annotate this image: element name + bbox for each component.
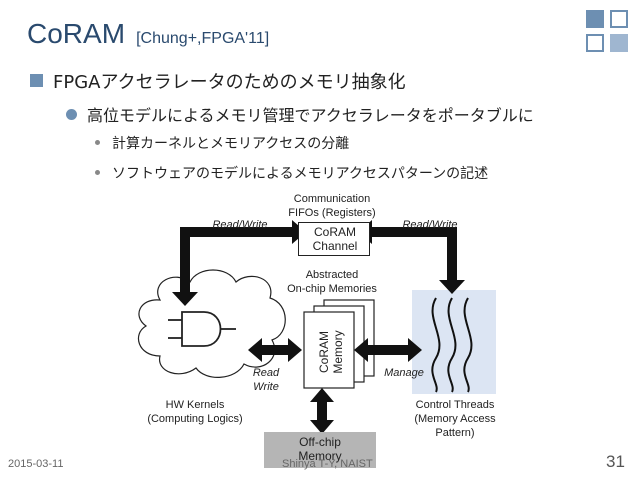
channel-label-line: Channel [312, 239, 358, 253]
offchip-label-line: Memory [298, 449, 342, 463]
bullet-level3: 計算カーネルとメモリアクセスの分離 [95, 133, 349, 153]
read-write-right-label: Read/Write [402, 219, 458, 231]
and-gate-icon [181, 311, 222, 347]
label-line: Abstracted [305, 269, 359, 281]
label-line: (Memory Access [414, 413, 496, 425]
label-line: FIFOs (Registers) [288, 207, 376, 219]
logo-square-filled [610, 34, 628, 52]
coram-memory-label: CoRAM Memory [308, 316, 354, 388]
title-citation: [Chung+,FPGA'11] [136, 30, 270, 47]
circle-bullet-icon [66, 109, 77, 120]
page-number: 31 [606, 452, 625, 471]
arrowhead [288, 338, 302, 362]
square-bullet-icon [30, 74, 43, 87]
title-text: CoRAM [27, 18, 126, 49]
arrow-left-readwrite [180, 227, 292, 292]
label-line: (Computing Logics) [147, 413, 243, 425]
logo-square-filled [586, 10, 604, 28]
bullet-text: ソフトウェアのモデルによるメモリアクセスパターンの記述 [112, 166, 489, 182]
communication-fifos-label: Communication FIFOs (Registers) [270, 192, 394, 220]
offchip-label-line: Off-chip [299, 435, 341, 449]
footer-date: 2015-03-11 [8, 458, 64, 470]
arrowhead [310, 420, 334, 434]
footer-author: Shinya T-Y, NAIST [282, 458, 373, 470]
abstracted-memories-label: Abstracted On-chip Memories [270, 268, 394, 296]
bullet-level3: ソフトウェアのモデルによるメモリアクセスパターンの記述 [95, 163, 488, 183]
arrowhead [439, 280, 465, 294]
bullet-text: 高位モデルによるメモリ管理でアクセラレータをポータブルに [87, 106, 534, 125]
arrowhead [310, 388, 334, 402]
memory-stack-mid [303, 311, 355, 389]
arrowhead [354, 338, 368, 362]
label-line: Communication [293, 193, 371, 205]
label-line: Write [253, 381, 279, 393]
thread-line [463, 297, 473, 393]
label-line: Pattern) [435, 427, 475, 439]
naist-logo-icon [586, 10, 630, 54]
dot-bullet-icon [95, 170, 100, 175]
read-write-center-label: Read Write [246, 366, 286, 394]
bullet-level1: FPGAアクセラレータのためのメモリ抽象化 [30, 68, 406, 94]
arrow-right-readwrite [372, 227, 457, 280]
memory-label-line: CoRAM [317, 331, 331, 374]
logo-square-outline [586, 34, 604, 52]
coram-channel-box: CoRAM Channel [298, 222, 370, 256]
bullet-text: 計算カーネルとメモリアクセスの分離 [112, 136, 350, 152]
offchip-memory-box: Off-chip Memory [264, 432, 376, 468]
arrowhead [172, 292, 198, 306]
control-threads-box [412, 290, 496, 394]
bullet-text: FPGAアクセラレータのためのメモリ抽象化 [53, 72, 406, 93]
hw-kernels-label: HW Kernels (Computing Logics) [130, 398, 260, 426]
channel-label-line: CoRAM [313, 225, 356, 239]
arrowhead [248, 338, 262, 362]
label-line: Read [252, 367, 280, 379]
dot-bullet-icon [95, 140, 100, 145]
thread-line [447, 297, 457, 393]
label-line: HW Kernels [165, 399, 225, 411]
slide-title: CoRAM [Chung+,FPGA'11] [27, 18, 269, 50]
label-line: Control Threads [415, 399, 495, 411]
manage-label: Manage [384, 367, 424, 379]
label-line: On-chip Memories [287, 283, 377, 295]
read-write-left-label: Read/Write [212, 219, 268, 231]
memory-label-line: Memory [331, 330, 345, 374]
bullet-level2: 高位モデルによるメモリ管理でアクセラレータをポータブルに [66, 102, 534, 126]
logo-square-outline [610, 10, 628, 28]
hw-kernels-cloud [137, 269, 286, 378]
control-threads-label: Control Threads (Memory Access Pattern) [400, 398, 510, 440]
arrowhead [408, 338, 422, 362]
thread-line [431, 297, 441, 393]
